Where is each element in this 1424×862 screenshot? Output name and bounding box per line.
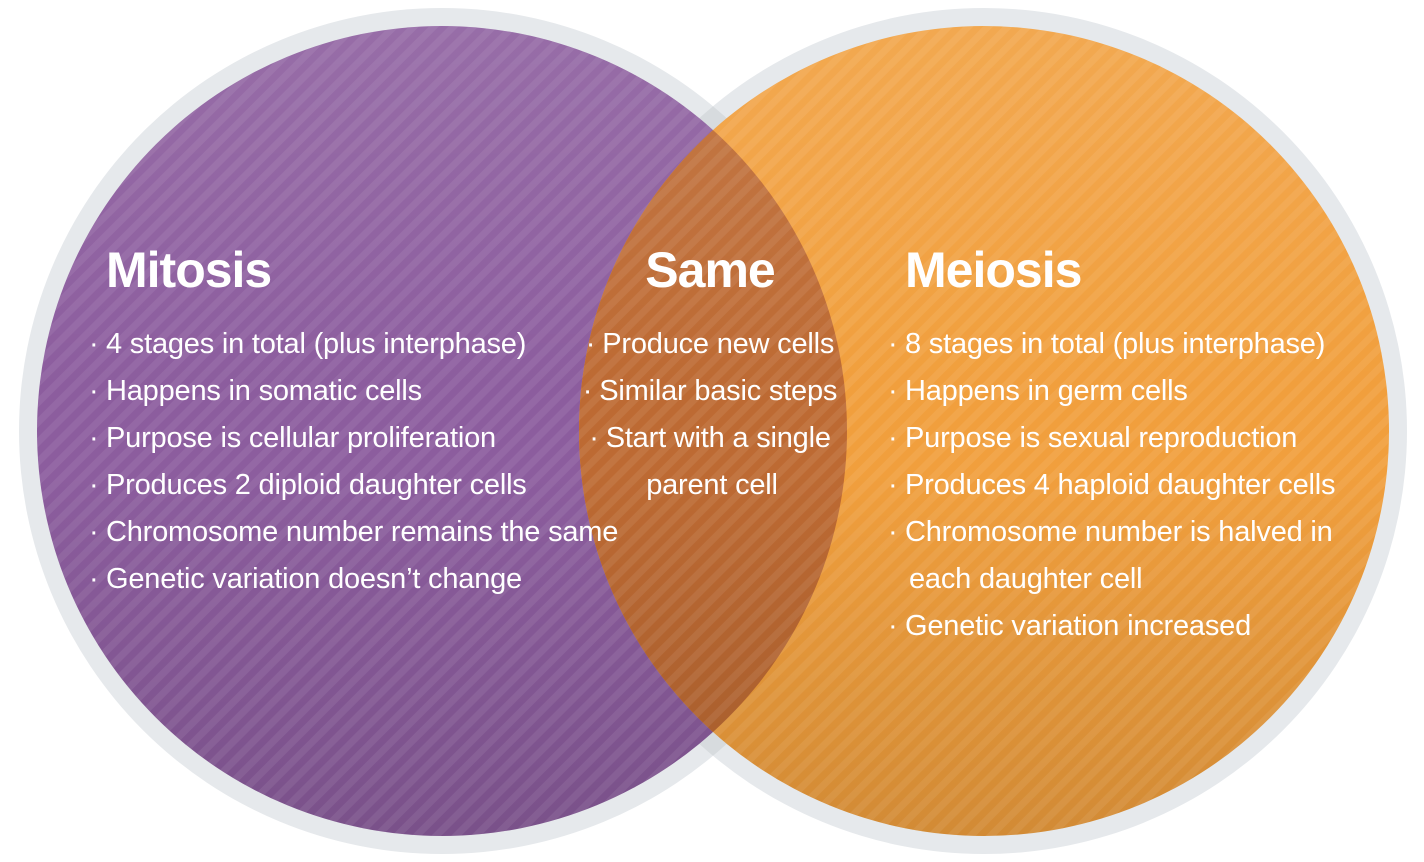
list-item: ·Happens in germ cells [888,368,1335,415]
bullet-dot: · [89,516,99,548]
list-item-text: Chromosome number is halved in [905,516,1333,548]
bullet-dot: · [89,422,99,454]
bullet-dot: · [888,422,898,454]
meiosis-title: Meiosis [905,242,1082,298]
bullet-dot: · [589,422,599,454]
mitosis-list: ·4 stages in total (plus interphase) ·Ha… [89,321,619,603]
list-item-text: Similar basic steps [599,375,838,407]
list-item-text: Purpose is cellular proliferation [106,422,496,454]
bullet-dot: · [89,375,99,407]
bullet-dot: · [89,328,99,360]
overlap-region [579,26,847,836]
list-item: ·Happens in somatic cells [89,368,618,415]
bullet-dot: · [582,375,593,407]
meiosis-list: ·8 stages in total (plus interphase) ·Ha… [888,321,1336,650]
list-item-text: Purpose is sexual reproduction [905,422,1298,454]
list-item-text: Happens in somatic cells [106,375,422,407]
same-list: ·Produce new cells ·Similar basic steps … [540,321,880,509]
list-item: ·8 stages in total (plus interphase) [888,321,1335,368]
list-item-text: parent cell [646,469,778,501]
list-item-text: each daughter cell [909,563,1143,595]
mitosis-title: Mitosis [106,242,272,298]
bullet-dot: · [585,328,596,360]
bullet-dot: · [888,516,898,548]
list-item-text: 4 stages in total (plus interphase) [106,328,527,360]
list-item: ·Produces 4 haploid daughter cells [888,462,1336,509]
list-item: ·Produce new cells [540,321,880,368]
list-item: ·Similar basic steps [540,368,880,415]
bullet-dot: · [89,563,99,595]
list-item: ·Purpose is cellular proliferation [89,415,618,462]
bullet-dot: · [888,375,898,407]
bullet-dot: · [888,469,898,501]
list-item-text: Produce new cells [602,328,835,360]
list-item-text: Genetic variation increased [905,610,1252,642]
list-item-text: Produces 4 haploid daughter cells [905,469,1336,501]
list-item: ·Start with a single [540,415,880,462]
list-item-text: Produces 2 diploid daughter cells [106,469,527,501]
list-item: ·Chromosome number remains the same [89,509,619,556]
list-item-continuation: each daughter cell [905,556,1335,603]
list-item-text: Chromosome number remains the same [106,516,619,548]
list-item-text: 8 stages in total (plus interphase) [905,328,1326,360]
list-item: ·Produces 2 diploid daughter cells [89,462,618,509]
bullet-dot: · [888,610,898,642]
bullet-dot: · [89,469,99,501]
list-item: ·Chromosome number is halved in [888,509,1335,556]
list-item: ·4 stages in total (plus interphase) [89,321,618,368]
list-item-text: Happens in germ cells [905,375,1188,407]
list-item: ·Purpose is sexual reproduction [888,415,1335,462]
same-title: Same [645,242,775,298]
list-item-text: Genetic variation doesn’t change [106,563,522,595]
list-item: ·Genetic variation increased [888,603,1335,650]
list-item: ·Genetic variation doesn’t change [89,556,618,603]
list-item-text: Start with a single [605,422,831,454]
list-item-continuation: parent cell [540,462,880,509]
bullet-dot: · [888,328,898,360]
